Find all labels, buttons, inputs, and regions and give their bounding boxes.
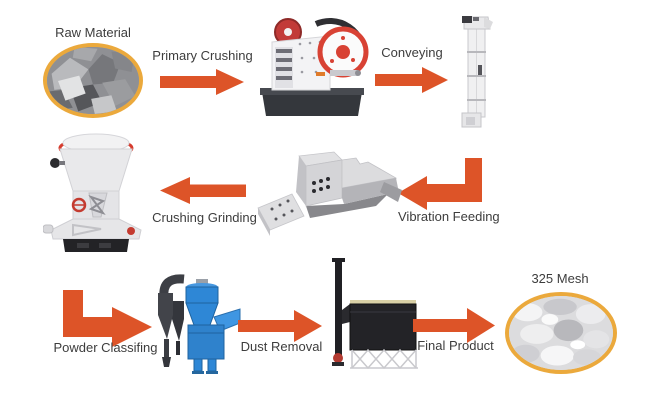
final-product-photo	[505, 292, 617, 374]
grinding-mill-image	[43, 133, 142, 252]
bucket-elevator-image	[461, 16, 493, 128]
raw-material-label: Raw Material	[55, 25, 131, 40]
dust-removal-label: Dust Removal	[240, 339, 323, 354]
rock-sample-image	[47, 47, 139, 114]
vibrating-feeder-image	[257, 151, 402, 236]
dust-removal-arrow	[238, 310, 322, 342]
vibration-feeding-label: Vibration Feeding	[398, 209, 500, 224]
jaw-crusher-image	[260, 17, 369, 116]
dust-collector-image	[332, 258, 418, 370]
powder-classifier-image	[158, 274, 241, 374]
conveying-arrow	[375, 67, 448, 93]
crushing-grinding-arrow	[160, 177, 246, 204]
final-product-label: Final Product	[417, 338, 494, 353]
mesh-size-label: 325 Mesh	[531, 271, 589, 286]
primary-crushing-label: Primary Crushing	[152, 48, 253, 63]
powder-sample-image	[509, 296, 613, 370]
conveying-label: Conveying	[381, 45, 443, 60]
raw-material-photo	[43, 43, 143, 118]
primary-crushing-arrow	[160, 69, 244, 95]
final-product-arrow	[413, 308, 495, 343]
powder-classifying-label: Powder Classifing	[53, 340, 158, 355]
vibration-feeding-elbow-arrow	[398, 158, 482, 210]
crushing-grinding-label: Crushing Grinding	[152, 210, 257, 225]
powder-classifying-elbow-arrow	[63, 290, 152, 347]
